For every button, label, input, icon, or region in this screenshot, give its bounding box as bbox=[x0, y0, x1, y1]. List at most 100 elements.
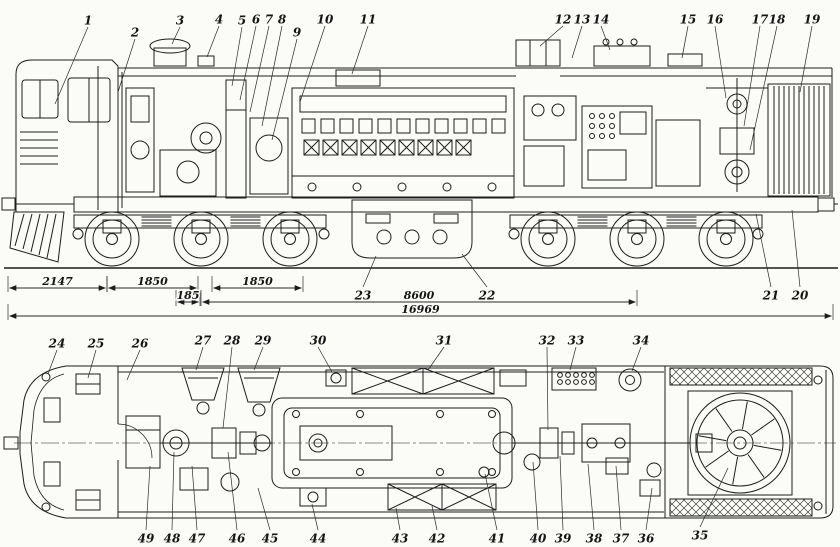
callout-27: 27 bbox=[194, 334, 212, 348]
callout-leader-35 bbox=[699, 467, 729, 528]
dimension-value-8600: 8600 bbox=[404, 289, 435, 302]
callout-6: 6 bbox=[252, 13, 261, 27]
auxiliary-machinery bbox=[159, 79, 289, 199]
callout-17: 17 bbox=[752, 13, 769, 27]
callout-28: 28 bbox=[223, 334, 241, 348]
callout-45: 45 bbox=[262, 532, 279, 546]
callout-leader-41 bbox=[484, 473, 498, 531]
callout-leader-12 bbox=[539, 25, 564, 47]
callout-leader-32 bbox=[546, 346, 549, 431]
callout-leader-33 bbox=[569, 346, 577, 371]
callout-leader-23 bbox=[362, 255, 377, 288]
callout-13: 13 bbox=[574, 13, 591, 27]
callout-14: 14 bbox=[593, 13, 610, 27]
underframe bbox=[73, 196, 819, 213]
callout-4: 4 bbox=[215, 13, 223, 27]
dimension-value-185: 185 bbox=[177, 289, 200, 302]
callout-leader-46 bbox=[227, 451, 238, 531]
callout-leader-1 bbox=[54, 26, 89, 105]
side-generated-details bbox=[14, 113, 615, 259]
fan-compartment bbox=[664, 366, 827, 518]
callout-46: 46 bbox=[229, 532, 246, 546]
callout-37: 37 bbox=[613, 532, 630, 546]
windshield-curve bbox=[30, 373, 65, 511]
engine-block bbox=[291, 69, 515, 199]
callout-leader-27 bbox=[195, 346, 204, 371]
callout-31: 31 bbox=[436, 334, 453, 348]
front-coupler-plan bbox=[3, 436, 19, 450]
roof-hatch-top bbox=[351, 367, 495, 395]
round-hatch bbox=[618, 368, 642, 392]
callout-16: 16 bbox=[707, 13, 724, 27]
callout-leader-20 bbox=[791, 209, 801, 288]
callout-leader-19 bbox=[799, 25, 813, 93]
rear-bogie-frame bbox=[509, 214, 763, 229]
callout-11: 11 bbox=[360, 13, 377, 27]
callout-leader-39 bbox=[559, 455, 564, 531]
callout-leader-45 bbox=[257, 487, 271, 531]
callout-43: 43 bbox=[392, 532, 409, 546]
callout-leader-18 bbox=[749, 25, 778, 151]
fan-drive bbox=[706, 78, 768, 192]
callout-leader-15 bbox=[681, 25, 689, 59]
roof-vent bbox=[149, 38, 191, 67]
drivetrain bbox=[512, 423, 690, 497]
front-equipment bbox=[125, 367, 281, 492]
callout-leader-29 bbox=[253, 346, 264, 371]
callout-8: 8 bbox=[278, 13, 287, 27]
callout-leader-30 bbox=[317, 346, 333, 373]
callout-leader-22 bbox=[461, 253, 488, 288]
callout-leader-34 bbox=[631, 346, 642, 372]
callout-42: 42 bbox=[429, 532, 446, 546]
callout-leader-16 bbox=[714, 25, 727, 99]
callout-36: 36 bbox=[638, 532, 655, 546]
rear-machinery bbox=[523, 95, 701, 189]
callout-leader-38 bbox=[587, 463, 595, 531]
callout-leader-4 bbox=[206, 25, 220, 58]
callout-leader-48 bbox=[171, 451, 175, 531]
callout-leader-36 bbox=[645, 487, 653, 531]
callout-10: 10 bbox=[317, 13, 334, 27]
dimension-value-1850: 1850 bbox=[137, 275, 168, 288]
callout-leader-21 bbox=[755, 213, 772, 288]
dimension-value-2147: 2147 bbox=[41, 275, 73, 288]
radiator-shutters bbox=[767, 83, 831, 197]
side-elevation-view bbox=[1, 38, 838, 269]
cab-interior bbox=[43, 366, 153, 518]
callout-leader-13 bbox=[571, 25, 583, 59]
callout-22: 22 bbox=[478, 289, 496, 303]
callout-leader-8 bbox=[261, 25, 283, 127]
callout-leader-43 bbox=[395, 507, 401, 531]
plan-view bbox=[3, 365, 836, 519]
callout-3: 3 bbox=[176, 14, 184, 28]
cab bbox=[15, 59, 123, 212]
plan-generated-details bbox=[557, 372, 782, 485]
callout-leader-26 bbox=[126, 349, 141, 381]
callout-5: 5 bbox=[238, 14, 246, 28]
callout-leader-37 bbox=[615, 465, 622, 531]
cab-rear-cabinet bbox=[125, 87, 155, 193]
callout-9: 9 bbox=[293, 26, 302, 40]
front-coupler bbox=[1, 197, 16, 211]
callout-leader-47 bbox=[191, 465, 198, 531]
roof-box bbox=[593, 38, 651, 67]
callout-33: 33 bbox=[568, 334, 585, 348]
callout-leader-44 bbox=[311, 503, 319, 531]
callout-49: 49 bbox=[138, 532, 155, 546]
callout-2: 2 bbox=[130, 26, 139, 40]
callout-leader-24 bbox=[47, 349, 58, 375]
cooling-fan bbox=[689, 392, 791, 494]
exhaust-stack bbox=[515, 39, 561, 67]
callout-32: 32 bbox=[539, 334, 556, 348]
callout-leader-11 bbox=[351, 25, 369, 75]
callout-leader-49 bbox=[145, 465, 151, 531]
callout-leader-3 bbox=[171, 26, 181, 45]
callout-19: 19 bbox=[804, 13, 821, 27]
callout-47: 47 bbox=[189, 532, 206, 546]
front-plow bbox=[9, 211, 65, 263]
callout-leader-28 bbox=[222, 346, 233, 429]
